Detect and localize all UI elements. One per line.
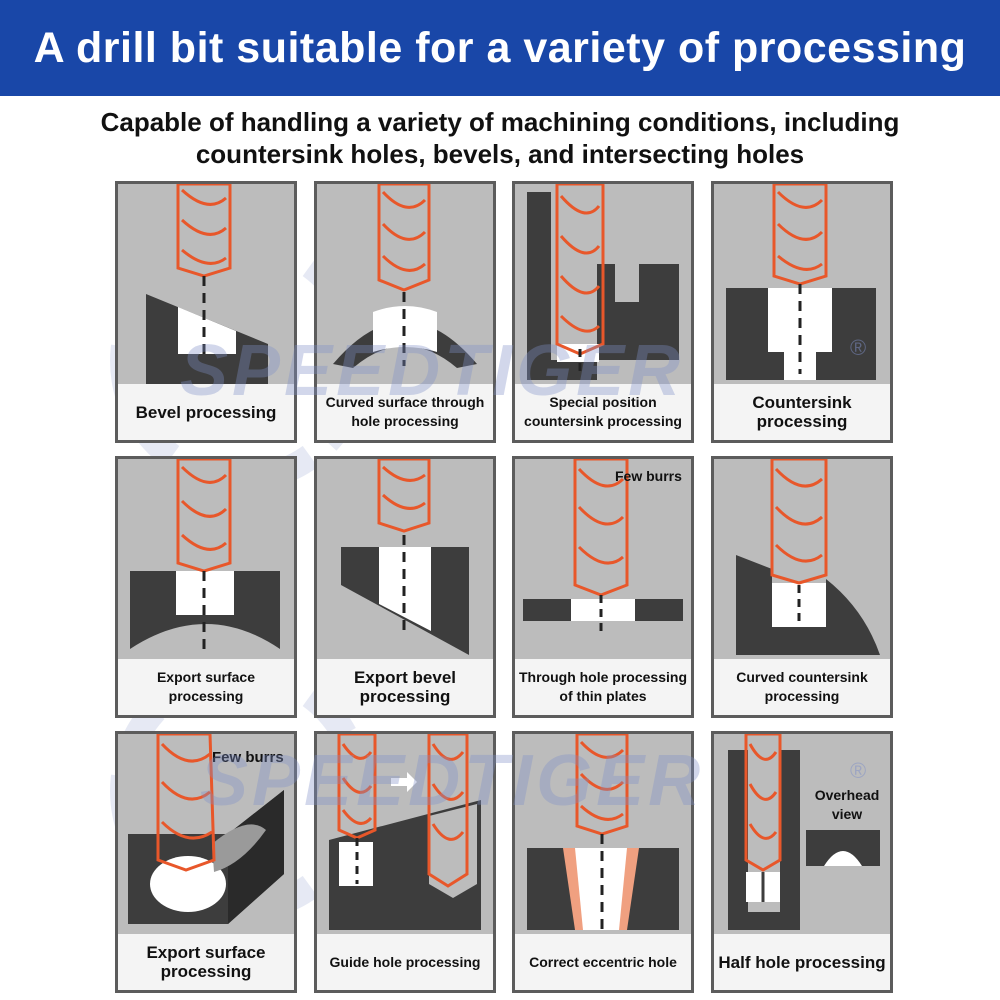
guide-hole-diagram — [329, 734, 481, 930]
drill-bit-icon — [337, 734, 377, 840]
curved-surface-diagram — [333, 184, 477, 368]
panel-bevel-processing: Bevel processing — [115, 181, 297, 443]
drill-bit-icon — [772, 184, 828, 286]
export-bevel-diagram — [341, 459, 469, 655]
drill-bit-icon — [427, 734, 469, 888]
drill-bit-icon — [555, 184, 605, 356]
subtitle-line-2: countersink holes, bevels, and intersect… — [195, 139, 805, 169]
curved-countersink-diagram — [736, 459, 880, 655]
drill-bit-icon — [744, 734, 782, 872]
half-hole-diagram — [728, 734, 880, 930]
watermark-registered-mark: ® — [850, 335, 867, 360]
drill-bit-icon — [156, 734, 216, 872]
arrow-right-icon — [391, 772, 417, 792]
watermark-registered-mark: ® — [850, 758, 867, 783]
drill-bit-icon — [377, 184, 431, 292]
drill-bit-icon — [573, 459, 629, 597]
drill-bit-icon — [176, 459, 232, 573]
panel-label: Half hole processing — [714, 934, 890, 990]
drill-bit-icon — [377, 459, 431, 533]
panel-label: Bevel processing — [118, 384, 294, 440]
title-banner: A drill bit suitable for a variety of pr… — [0, 0, 1000, 96]
few-burrs-note: Few burrs — [615, 468, 682, 484]
page-title: A drill bit suitable for a variety of pr… — [33, 23, 967, 72]
thin-plate-diagram — [523, 459, 683, 635]
subtitle-line-1: Capable of handling a variety of machini… — [100, 107, 900, 137]
drill-bit-icon — [176, 184, 232, 278]
drill-bit-icon — [770, 459, 828, 585]
eccentric-hole-diagram — [527, 734, 679, 930]
panel-guide-hole: Guide hole processing — [314, 731, 496, 993]
panel-correct-eccentric-hole: Correct eccentric hole — [512, 731, 694, 993]
few-burrs-note: Few burrs — [212, 749, 284, 766]
panel-label: Guide hole processing — [317, 934, 493, 990]
countersink-diagram — [726, 184, 876, 380]
export-surface-diagram — [130, 459, 280, 651]
bevel-diagram — [146, 184, 268, 384]
panel-label: Correct eccentric hole — [515, 934, 691, 990]
subtitle: Capable of handling a variety of machini… — [40, 106, 960, 170]
special-countersink-diagram — [527, 184, 679, 380]
export-surface-3d-diagram — [128, 734, 284, 924]
drill-bit-icon — [575, 734, 629, 836]
